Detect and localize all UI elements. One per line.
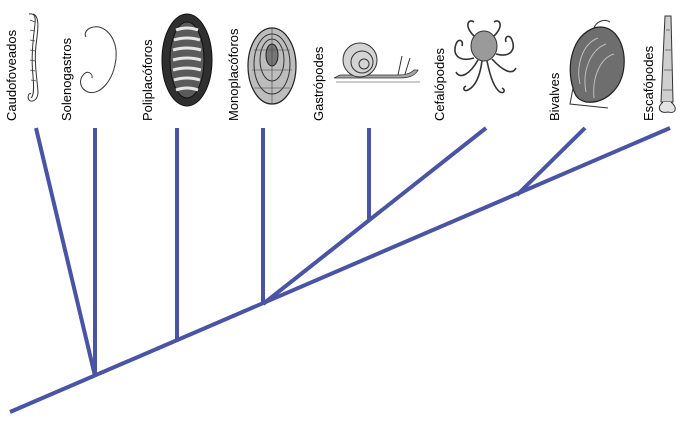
taxon-label-cefalopodes: Cefalópodes — [432, 48, 447, 121]
clam-icon — [570, 20, 624, 108]
taxon-label-monoplacoforos: Monoplacóforos — [226, 28, 241, 121]
tree-branches — [10, 128, 670, 412]
taxon-label-bivalves: Bivalves — [547, 72, 562, 121]
taxon-label-escafopodes: Escafópodes — [641, 45, 656, 121]
branch-conchifera-inner — [263, 128, 486, 304]
solenogaster-worm-icon — [81, 27, 117, 93]
taxon-label-gastropodes: Gastrópodes — [311, 46, 326, 121]
snail-icon — [334, 43, 420, 82]
tusk-shell-icon — [659, 16, 675, 112]
branch-caudofoveados — [36, 128, 95, 376]
caudofoveate-worm-icon — [28, 14, 38, 101]
branch-bivalves — [517, 128, 585, 195]
taxon-label-caudofoveados: Caudofoveados — [4, 29, 19, 121]
taxon-label-solenogastros: Solenogastros — [59, 37, 74, 121]
octopus-icon — [455, 21, 516, 93]
chiton-icon — [162, 14, 212, 106]
trunk-branch — [10, 128, 670, 412]
monoplacophoran-shell-icon — [248, 28, 296, 104]
taxon-label-poliplacoforos: Poliplacóforos — [140, 39, 155, 121]
